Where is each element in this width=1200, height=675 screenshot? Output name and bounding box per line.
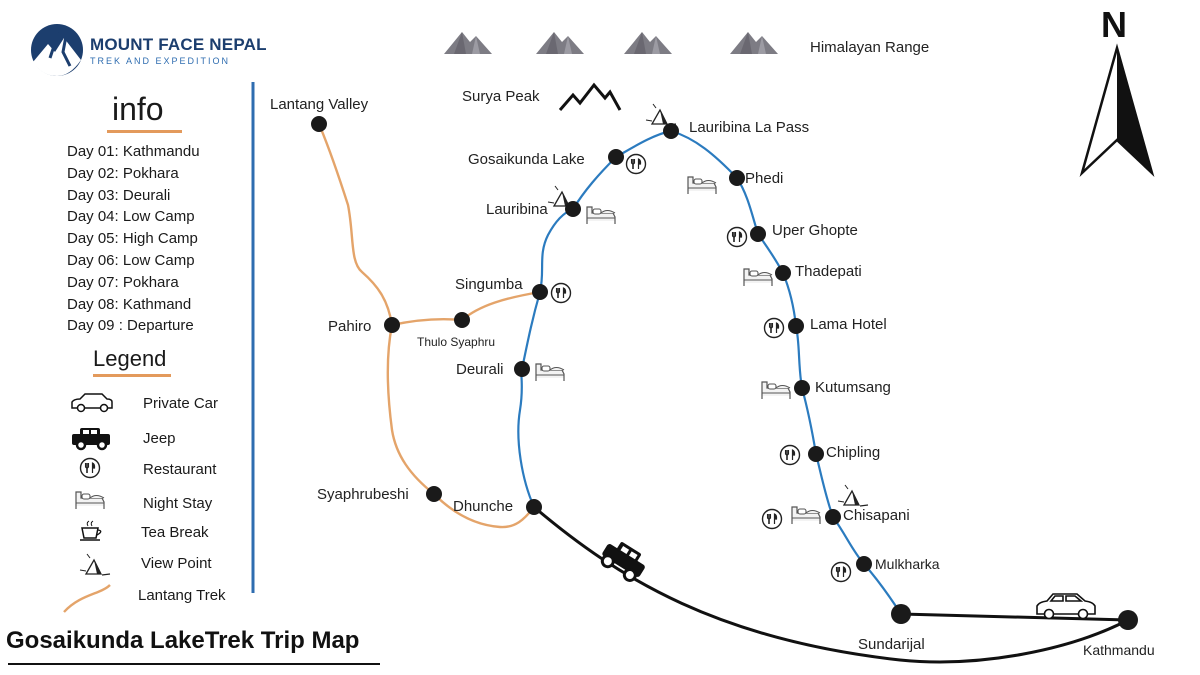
label-thulo-syaphru: Thulo Syaphru (417, 335, 496, 349)
stop-kutumsang (794, 380, 810, 396)
stop-lantang-valley (311, 116, 327, 132)
legend-label-jeep: Jeep (143, 430, 176, 447)
itinerary-day: Day 01: Kathmandu (67, 143, 200, 160)
stop-thulo-syaphru (454, 312, 470, 328)
label-lama-hotel: Lama Hotel (810, 316, 887, 333)
label-kutumsang: Kutumsang (815, 379, 891, 396)
phedi-bed-icon (687, 176, 717, 195)
north-label: N (1101, 4, 1127, 45)
label-gosaikunda-lake: Gosaikunda Lake (468, 151, 585, 168)
label-thadepati: Thadepati (795, 263, 862, 280)
legend-viewpoint-icon (79, 553, 111, 576)
himalayan-range-icon (444, 32, 778, 54)
stop-uper-ghopte (750, 226, 766, 242)
kutumsang-bed-icon (761, 381, 791, 400)
itinerary-day: Day 05: High Camp (67, 230, 198, 248)
jeep-icon (600, 542, 645, 582)
stop-dhunche (526, 499, 542, 515)
label-sundarijal: Sundarijal (858, 636, 925, 653)
car-icon (1036, 593, 1096, 620)
chipling-restaurant-icon (779, 444, 801, 466)
lauribina-bed-icon (586, 206, 616, 225)
itinerary-day: Day 08: Kathmand (67, 295, 192, 313)
legend-label-tea-break: Tea Break (141, 524, 209, 541)
road-route (532, 505, 1130, 664)
north-arrow-icon (1079, 43, 1155, 177)
legend-icons (63, 393, 113, 613)
gosaikunda-restaurant-icon (625, 153, 647, 175)
brand-name: MOUNT FACE NEPAL (90, 35, 267, 54)
itinerary-day: Day 07: Pokhara (67, 273, 179, 291)
label-mulkharka: Mulkharka (875, 556, 940, 572)
stop-lama-hotel (788, 318, 804, 334)
surya-peak-icon (558, 82, 622, 111)
lama-hotel-restaurant-icon (763, 317, 785, 339)
singumba-restaurant-icon (550, 282, 572, 304)
map-title: Gosaikunda LakeTrek Trip Map (6, 627, 360, 654)
chisapani-bed-icon (791, 506, 821, 525)
legend-tea-cup-icon (80, 520, 102, 541)
stop-markers (311, 116, 1138, 630)
stop-pahiro (384, 317, 400, 333)
mulkharka-restaurant-icon (830, 561, 852, 583)
label-phedi: Phedi (745, 170, 784, 187)
legend-trek-line-icon (63, 584, 111, 613)
stop-lauribina-la-pass (663, 123, 679, 139)
legend-car-icon (71, 393, 113, 413)
label-singumba: Singumba (455, 276, 523, 293)
brand-logo-icon (31, 24, 83, 76)
uper-ghopte-restaurant-icon (726, 226, 748, 248)
stop-mulkharka (856, 556, 872, 572)
legend-restaurant-icon (79, 457, 101, 479)
itinerary-list: Day 01: Kathmandu Day 02: Pokhara Day 03… (67, 141, 200, 337)
legend-label-car: Private Car (143, 395, 219, 412)
label-pahiro: Pahiro (328, 318, 372, 335)
chisapani-restaurant-icon (761, 508, 783, 530)
legend-label-view-point: View Point (141, 555, 212, 572)
legend-underline (93, 374, 171, 377)
itinerary-day: Day 02: Pokhara (67, 164, 179, 182)
stop-syaphrubeshi (426, 486, 442, 502)
brand-tagline: TREK AND EXPEDITION (90, 56, 231, 66)
label-chisapani: Chisapani (843, 507, 910, 524)
deurali-bed-icon (535, 363, 565, 382)
surya-peak-label: Surya Peak (462, 88, 540, 105)
legend-heading: Legend (93, 346, 167, 371)
stop-deurali (514, 361, 530, 377)
itinerary-day: Day 09 : Departure (67, 317, 194, 335)
legend-label-restaurant: Restaurant (143, 461, 217, 478)
stop-thadepati (775, 265, 791, 281)
stop-sundarijal (891, 604, 911, 624)
label-lauribina-la-pass: Lauribina La Pass (689, 119, 810, 136)
itinerary-day: Day 06: Low Camp (67, 251, 195, 269)
legend-bed-icon (75, 491, 105, 510)
thadepati-bed-icon (743, 268, 773, 287)
label-kathmandu: Kathmandu (1083, 642, 1155, 658)
stop-chisapani (825, 509, 841, 525)
legend-label-lantang-trek: Lantang Trek (138, 587, 226, 604)
stop-lauribina (565, 201, 581, 217)
info-underline (107, 130, 182, 133)
label-deurali: Deurali (456, 361, 504, 378)
stop-gosaikunda-lake (608, 149, 624, 165)
pass-viewpoint-icon (645, 103, 677, 126)
himalayan-range-label: Himalayan Range (810, 39, 930, 56)
legend-jeep-icon (72, 428, 110, 451)
legend-label-night-stay: Night Stay (143, 495, 213, 512)
label-lantang-valley: Lantang Valley (270, 96, 369, 113)
stop-phedi (729, 170, 745, 186)
label-dhunche: Dhunche (453, 498, 514, 515)
chisapani-viewpoint-icon (837, 484, 869, 507)
info-heading: info (112, 91, 164, 127)
itinerary-day: Day 03: Deurali (67, 186, 171, 204)
label-uper-ghopte: Uper Ghopte (772, 222, 858, 239)
label-lauribina: Lauribina (486, 201, 548, 218)
itinerary-day: Day 04: Low Camp (67, 208, 195, 226)
stop-chipling (808, 446, 824, 462)
label-chipling: Chipling (826, 444, 881, 461)
stop-kathmandu (1118, 610, 1138, 630)
stop-singumba (532, 284, 548, 300)
label-syaphrubeshi: Syaphrubeshi (317, 486, 409, 503)
